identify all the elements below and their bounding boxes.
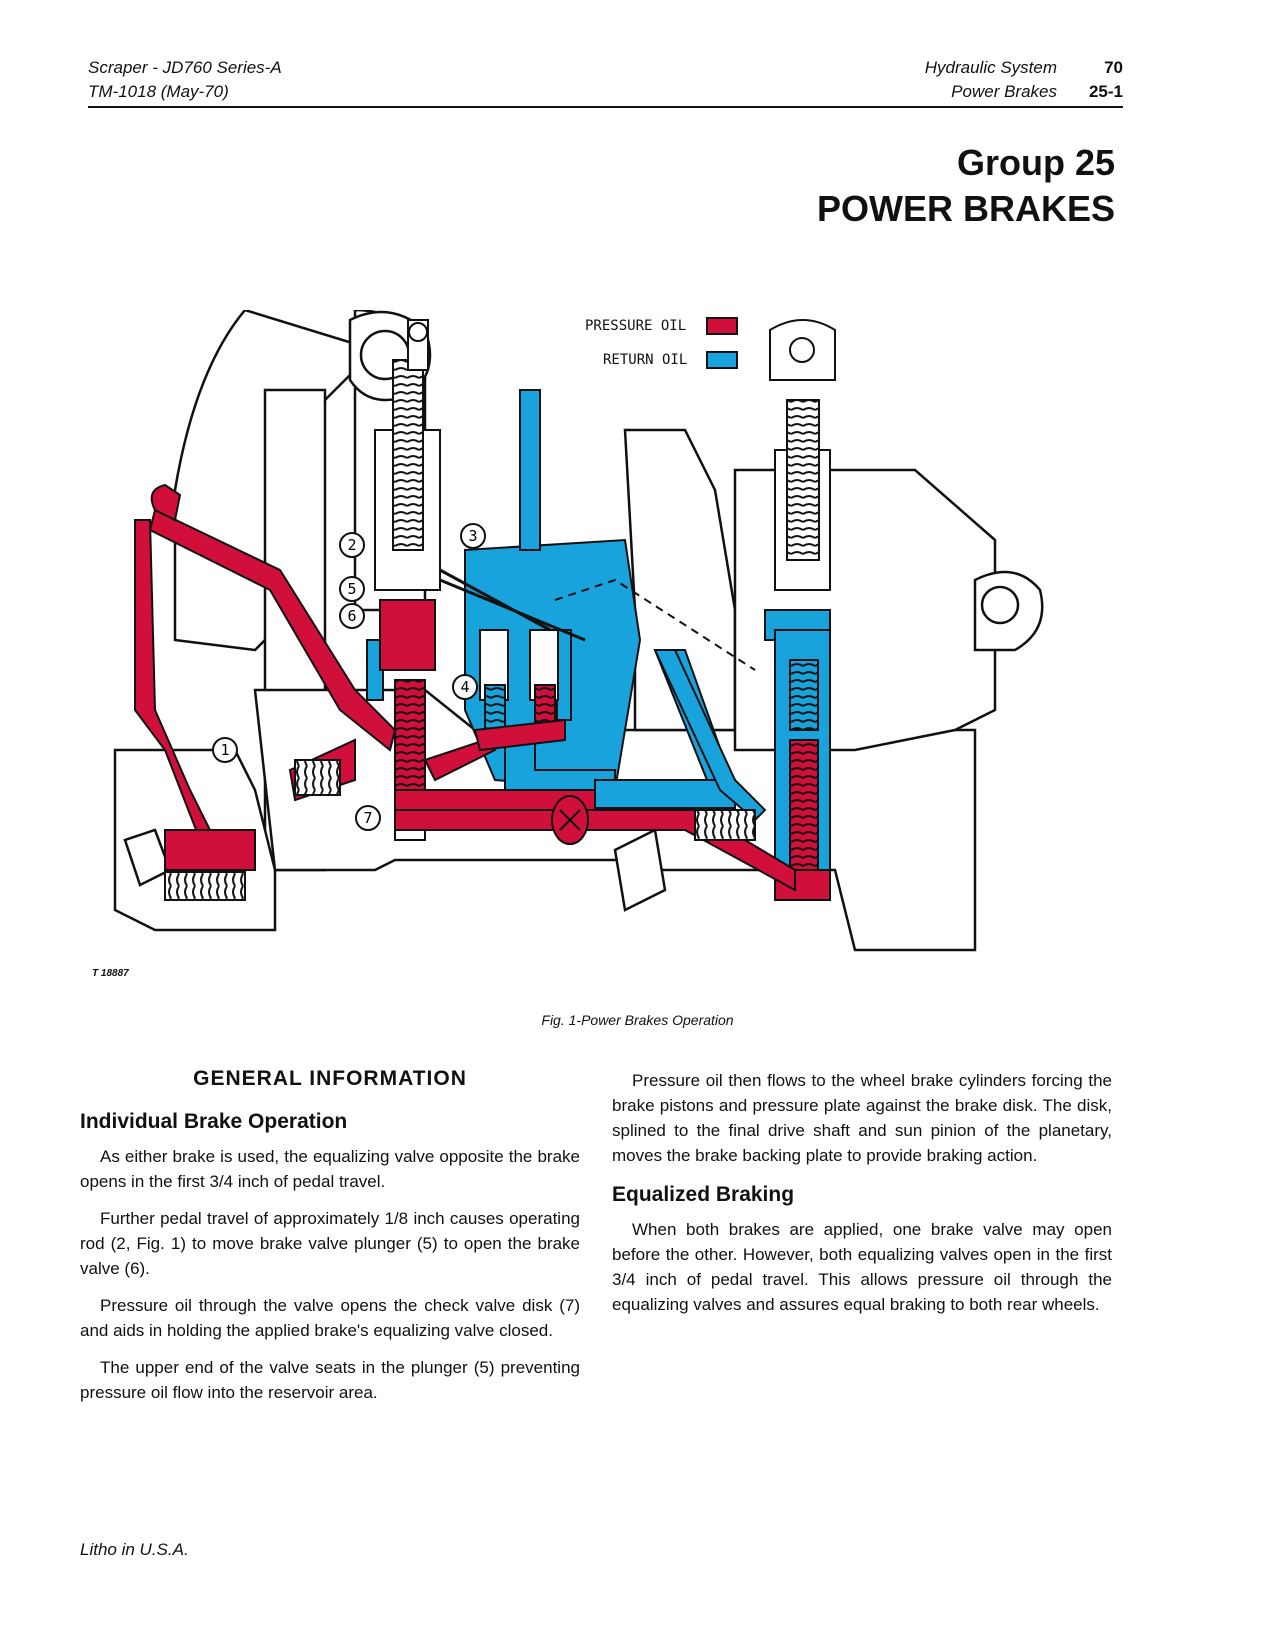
callouts: 1 2 3 4 5 6 7 [212,523,486,831]
svg-text:2: 2 [347,536,356,554]
header-subsection: Power Brakes [951,82,1057,101]
paragraph-1: As either brake is used, the equalizing … [80,1147,580,1191]
paragraph-6: When both brakes are applied, one brake … [612,1220,1112,1314]
side-springs [164,759,341,901]
svg-text:6: 6 [347,607,356,625]
page-title: Group 25 POWER BRAKES [817,140,1115,232]
legend-pressure-swatch [706,317,738,335]
general-information-heading: GENERAL INFORMATION [193,1067,467,1090]
paragraph-2: Further pedal travel of approximately 1/… [80,1209,580,1278]
callout-5: 5 [339,576,365,602]
group-name: POWER BRAKES [816,188,1115,229]
callout-1: 1 [212,737,238,763]
power-brakes-figure: PRESSURE OIL RETURN OIL 1 2 3 4 5 6 7 [95,308,1135,1010]
legend-return-swatch [706,351,738,369]
header-tm: TM-1018 (May-70) [88,82,229,101]
svg-text:4: 4 [460,678,469,696]
paragraph-3: Pressure oil through the valve opens the… [80,1296,580,1340]
legend-pressure-label: PRESSURE OIL [585,318,686,334]
header-page-number: 25-1 [1088,82,1123,101]
callout-7: 7 [355,805,381,831]
header-left: Scraper - JD760 Series-A TM-1018 (May-70… [88,56,282,104]
right-column: Pressure oil then flows to the wheel bra… [612,1068,1112,1329]
svg-text:5: 5 [347,580,356,598]
left-column: GENERAL INFORMATION Individual Brake Ope… [80,1066,580,1417]
svg-text:3: 3 [468,527,477,545]
paragraph-5: Pressure oil then flows to the wheel bra… [612,1071,1112,1165]
svg-text:7: 7 [363,809,372,827]
figure-code: T 18887 [92,968,129,979]
check-valve [551,795,589,845]
right-brake-valve [769,319,836,901]
right-pedal-linkage [653,649,767,841]
header-right: Hydraulic System 70 Power Brakes 25-1 [925,56,1123,104]
figure-caption: Fig. 1-Power Brakes Operation [541,1012,734,1028]
paragraph-4: The upper end of the valve seats in the … [80,1358,580,1402]
header-model: Scraper - JD760 Series-A [88,58,282,77]
header-rule [88,106,1123,108]
equalized-braking-heading: Equalized Braking [612,1183,795,1206]
header-section: Hydraulic System [924,58,1057,77]
callout-6: 6 [339,603,365,629]
svg-text:1: 1 [220,741,229,759]
legend: PRESSURE OIL RETURN OIL [585,317,738,369]
callout-4: 4 [452,674,478,700]
footer-litho: Litho in U.S.A. [80,1540,189,1559]
legend-return-label: RETURN OIL [603,352,687,368]
callout-3: 3 [460,523,486,549]
header-section-number: 70 [1104,58,1123,77]
power-brakes-diagram: PRESSURE OIL RETURN OIL 1 2 3 4 5 6 7 [113,308,1044,952]
callout-2: 2 [339,532,365,558]
group-number: Group 25 [956,142,1115,183]
individual-brake-heading: Individual Brake Operation [80,1110,348,1133]
